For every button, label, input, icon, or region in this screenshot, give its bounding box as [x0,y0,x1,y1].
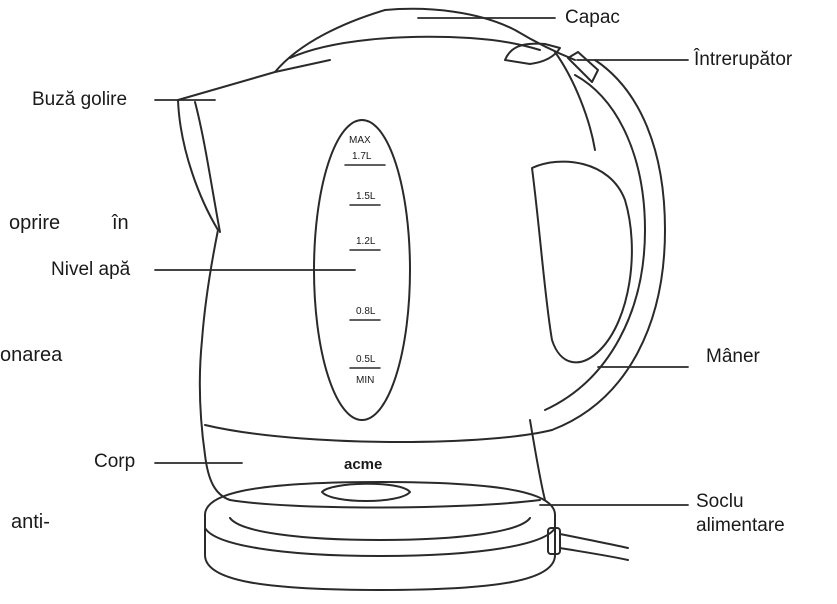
fragment-oprire: oprire [9,212,61,234]
body-drawing [177,7,599,509]
fragment-anti: anti- [11,511,50,533]
scale-1-7l: 1.7L [352,151,372,162]
leader-lines [154,17,689,506]
label-capac: Capac [565,7,620,28]
label-maner: Mâner [706,346,760,367]
fragment-onarea: onarea [0,344,63,366]
handle-drawing [531,59,666,431]
brand-logo: acme [344,456,383,473]
label-soclu-alimentare: Soclu alimentare [696,490,785,538]
base-drawing [204,481,629,591]
label-soclu-line2: alimentare [696,515,785,536]
scale-max: MAX [349,135,371,146]
label-nivel-apa: Nivel apă [51,259,131,280]
scale-0-5l: 0.5L [356,354,376,365]
scale-min: MIN [356,375,375,386]
label-intrerupator: Întrerupător [694,49,793,70]
scale-1-2l: 1.2L [356,236,376,247]
fragment-in: în [112,212,129,234]
scale-ticks [344,164,386,369]
scale-0-8l: 0.8L [356,306,376,317]
label-buza-golire: Buză golire [32,89,128,110]
label-corp: Corp [94,451,136,472]
label-soclu-line1: Soclu [696,491,744,512]
scale-1-5l: 1.5L [356,191,376,202]
